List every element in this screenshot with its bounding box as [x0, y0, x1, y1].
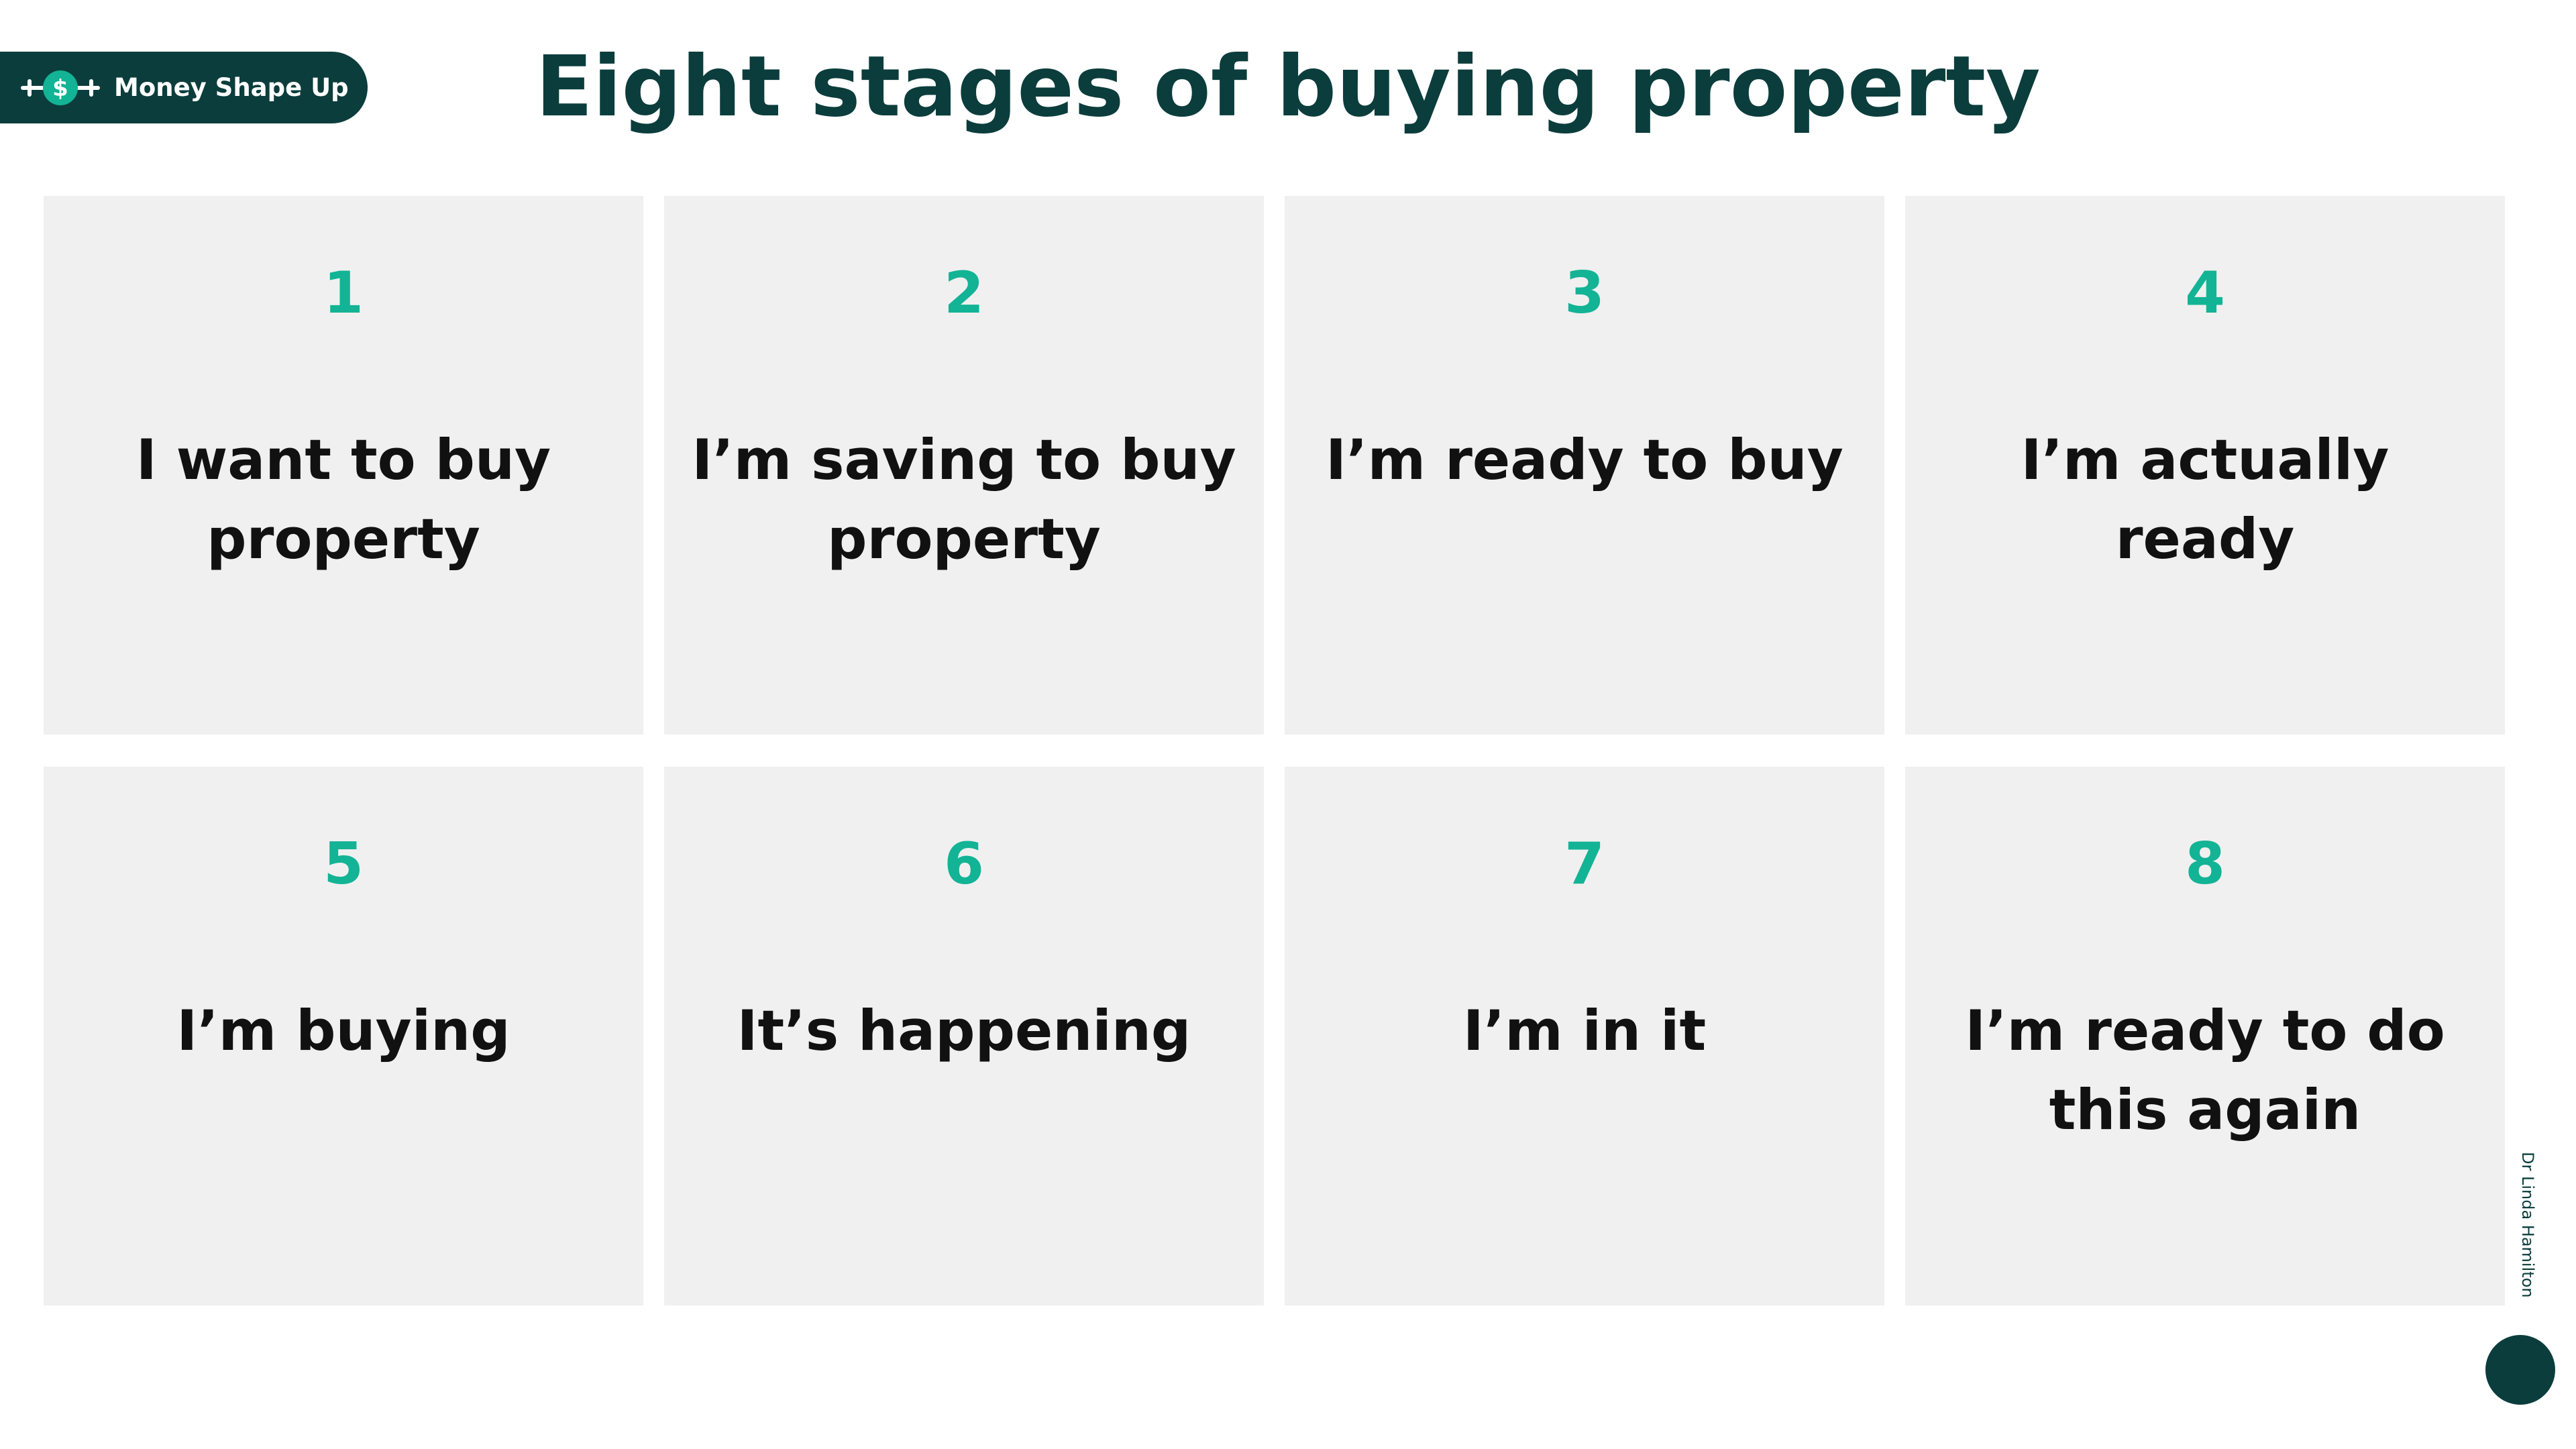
stage-number: 1	[323, 260, 364, 327]
brand-name: Money Shape Up	[114, 73, 349, 102]
author-credit: Dr Linda Hamilton	[2518, 1152, 2537, 1298]
stage-card-6: 6 It’s happening	[664, 767, 1264, 1305]
stage-number: 7	[1564, 830, 1605, 898]
stage-label: I’m in it	[1462, 998, 1707, 1063]
brand-badge: $ Money Shape Up	[0, 52, 368, 123]
stage-card-7: 7 I’m in it	[1285, 767, 1884, 1305]
stage-label: I’m saving to buy property	[692, 427, 1236, 572]
stage-number: 6	[944, 830, 984, 898]
page-title: Eight stages of buying property	[535, 38, 2041, 136]
stage-label: I’m ready to do this again	[1965, 998, 2445, 1142]
stage-label: I’m actually ready	[2021, 427, 2390, 572]
stage-number: 4	[2185, 260, 2225, 327]
svg-text:$: $	[52, 75, 68, 102]
stage-label: I’m buying	[176, 998, 511, 1063]
stage-label: I want to buy property	[136, 427, 551, 572]
stage-card-2: 2 I’m saving to buy property	[664, 196, 1264, 735]
stage-number: 5	[323, 830, 364, 898]
stages-grid: 1 I want to buy property 2 I’m saving to…	[44, 196, 2505, 1305]
stage-card-4: 4 I’m actually ready	[1905, 196, 2505, 735]
corner-dot-icon	[2485, 1335, 2555, 1405]
stage-label: I’m ready to buy	[1326, 427, 1843, 492]
dollar-coin-icon: $	[20, 68, 101, 108]
stage-card-8: 8 I’m ready to do this again	[1905, 767, 2505, 1305]
stage-number: 3	[1564, 260, 1605, 327]
stage-number: 8	[2185, 830, 2225, 898]
stage-card-5: 5 I’m buying	[44, 767, 643, 1305]
stage-card-3: 3 I’m ready to buy	[1285, 196, 1884, 735]
stage-card-1: 1 I want to buy property	[44, 196, 643, 735]
stage-number: 2	[944, 260, 984, 327]
stage-label: It’s happening	[737, 998, 1191, 1063]
